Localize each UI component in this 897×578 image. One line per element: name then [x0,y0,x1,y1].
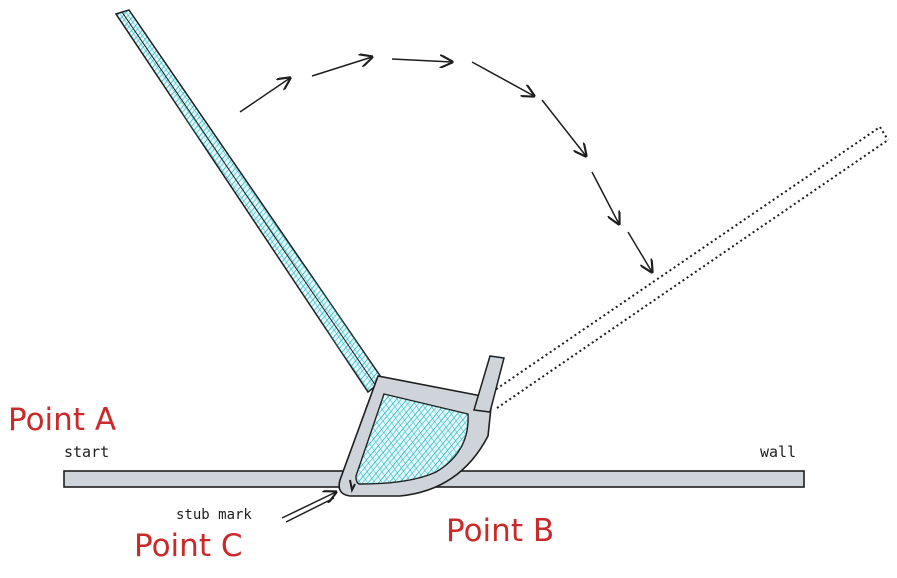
arrow-6 [591,171,619,224]
stub-mark-arrow [281,492,336,523]
arm-open-dotted [491,126,889,409]
label-point-a: Point A [8,402,116,438]
arrow-7 [627,231,652,272]
hinge-plate [338,355,505,497]
arrow-3 [391,59,452,62]
arm-closed [114,9,385,394]
arrow-2 [311,57,372,77]
label-stub-mark: stub mark [176,507,252,523]
arrow-5 [541,99,586,156]
arrow-1 [239,78,290,113]
rotation-arrows [239,57,652,272]
arrow-4 [471,61,534,96]
label-point-b: Point B [446,513,554,549]
label-wall: wall [760,443,796,461]
label-start: start [64,443,109,461]
label-point-c: Point C [134,528,242,564]
